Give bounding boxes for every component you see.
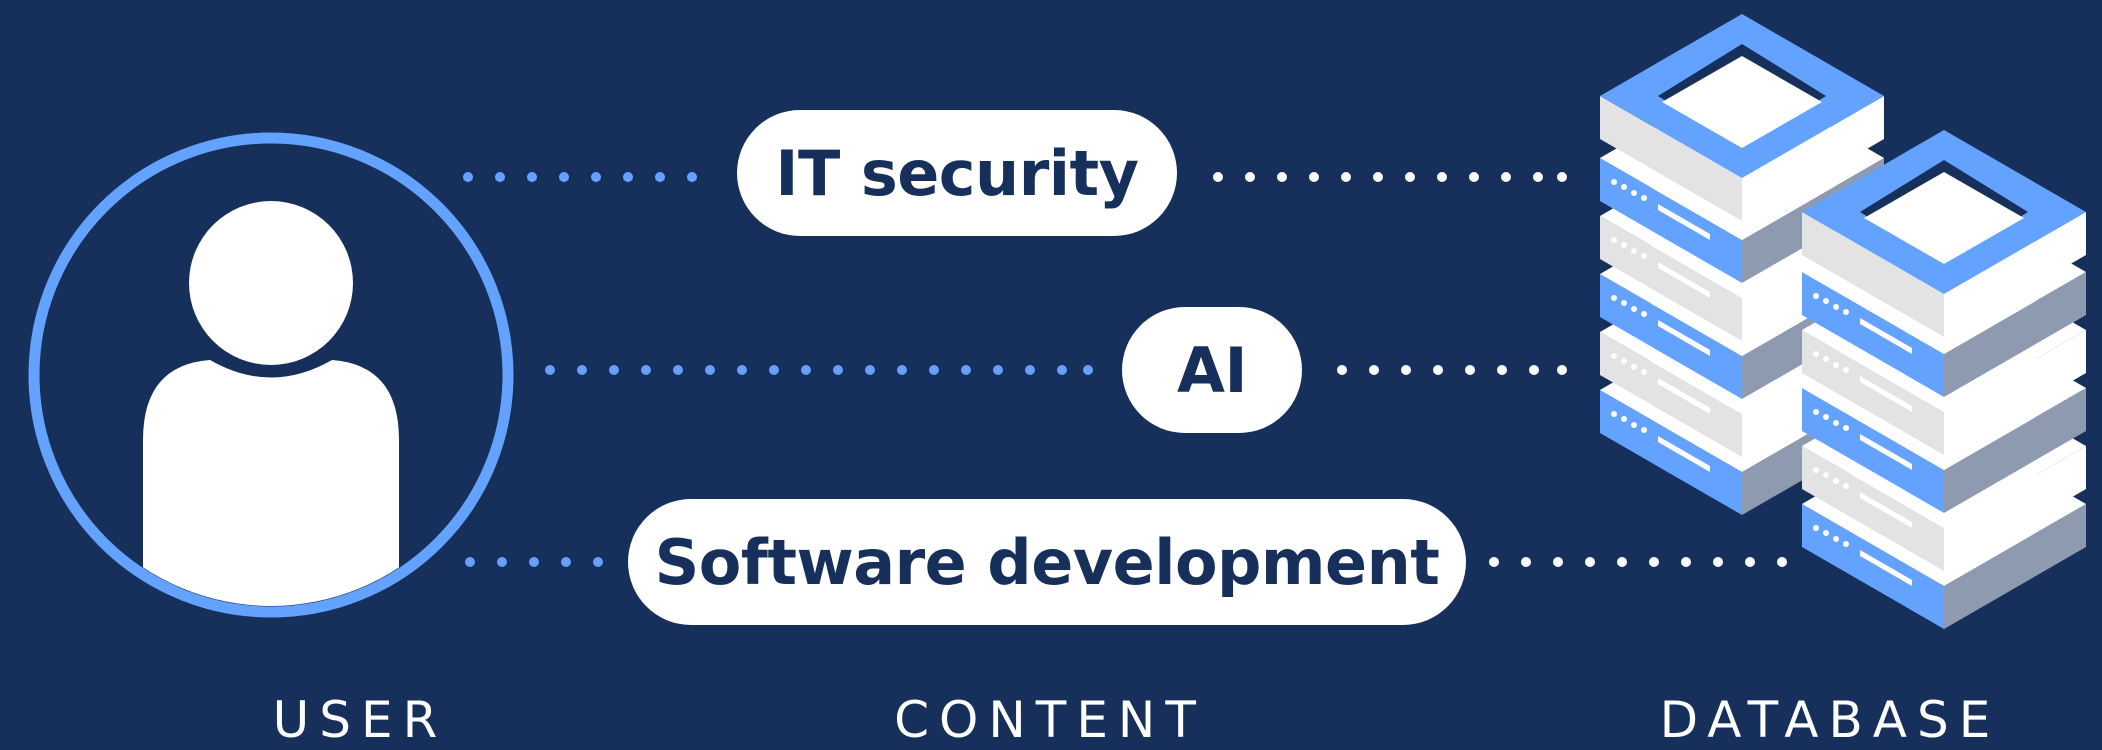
user-caption: USER (272, 691, 448, 749)
connector-software-left (465, 557, 603, 567)
connector-ai-left (545, 365, 1093, 375)
connector-ai-right (1337, 365, 1567, 375)
content-pill-ai: AI (1122, 307, 1302, 433)
server-stack-icon (1600, 14, 2086, 629)
database-caption: DATABASE (1659, 691, 2001, 749)
connector-software-right (1489, 557, 1787, 567)
content-pill-label: Software development (654, 525, 1440, 599)
content-caption: CONTENT (894, 691, 1206, 749)
content-pill-software-development: Software development (628, 499, 1466, 625)
server-stack-front (1802, 130, 2086, 629)
connector-it-security-left (463, 172, 697, 182)
user-avatar-icon (28, 132, 514, 618)
content-pill-label: IT security (775, 136, 1139, 210)
connector-it-security-right (1213, 172, 1567, 182)
content-pill-it-security: IT security (737, 110, 1177, 236)
content-pill-label: AI (1176, 333, 1248, 407)
